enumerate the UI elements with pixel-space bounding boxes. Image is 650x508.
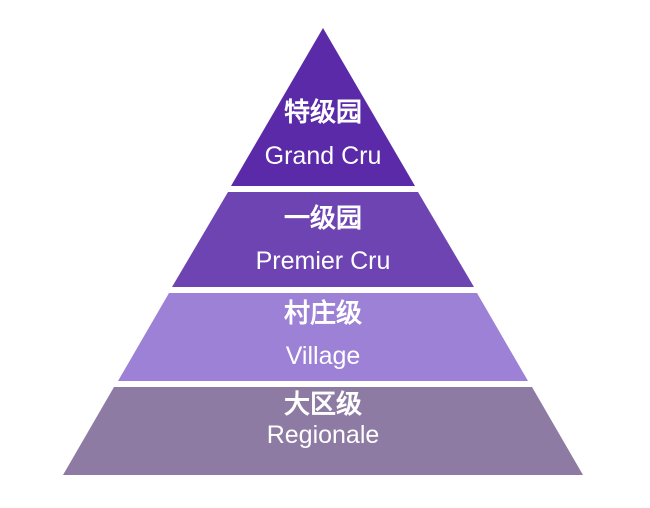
pyramid-tier-grand-cru xyxy=(231,28,415,186)
tier-label-en-premier-cru: Premier Cru xyxy=(256,247,391,275)
tier-label-zh-grand-cru: 特级园 xyxy=(284,97,362,127)
pyramid-tier-village xyxy=(118,293,528,381)
tier-label-en-regionale: Regionale xyxy=(267,421,380,449)
pyramid-tier-regionale xyxy=(63,387,583,475)
pyramid-tier-premier-cru xyxy=(172,192,474,287)
tier-label-en-village: Village xyxy=(286,342,361,370)
tier-label-zh-regionale: 大区级 xyxy=(284,389,362,419)
tier-label-zh-premier-cru: 一级园 xyxy=(284,203,362,233)
tier-label-zh-village: 村庄级 xyxy=(284,298,362,328)
tier-label-en-grand-cru: Grand Cru xyxy=(265,142,382,170)
